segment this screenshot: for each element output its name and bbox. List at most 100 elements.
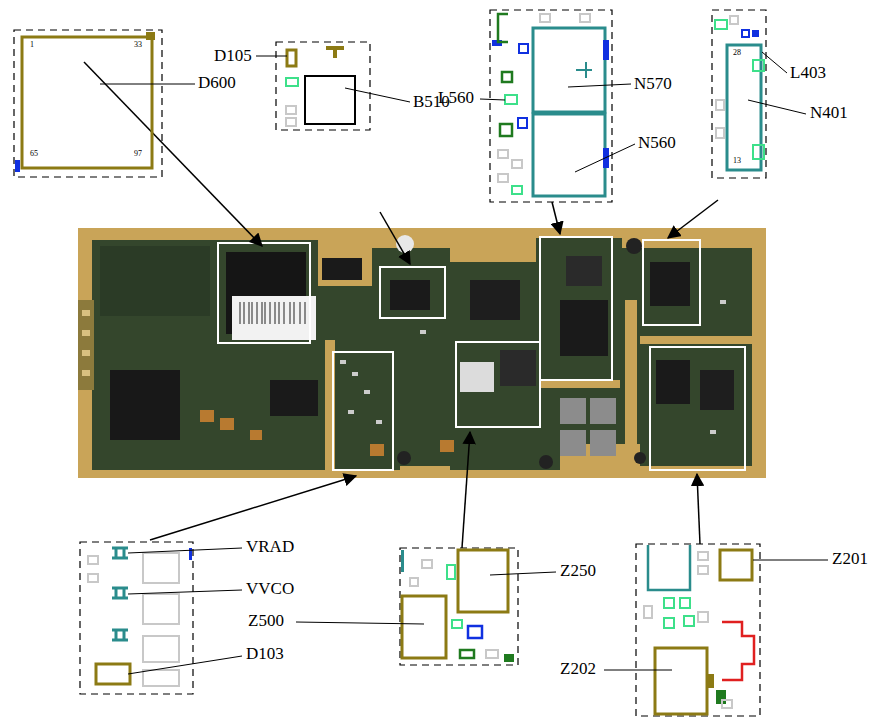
illustration-part: [575, 144, 635, 172]
illustration-part: [700, 370, 734, 410]
illustration-part: [490, 10, 612, 202]
part-label: D105: [214, 47, 252, 66]
illustration-part: [720, 550, 752, 580]
illustration-part: [468, 626, 482, 638]
illustration-part: [684, 616, 694, 626]
illustration-part: [722, 700, 732, 708]
illustration-part: [710, 430, 716, 434]
illustration-part: [82, 310, 90, 316]
illustration-part: [348, 410, 354, 414]
illustration-part: [498, 14, 508, 42]
illustration-part: [552, 202, 560, 234]
n401-inset: [715, 16, 764, 170]
illustration-part: [698, 552, 708, 560]
illustration-part: [566, 256, 602, 286]
filter-inset: [401, 550, 514, 662]
illustration-part: [265, 302, 266, 324]
illustration-part: [422, 560, 432, 568]
illustration-part: [257, 302, 258, 324]
pointer-arrows: [84, 62, 718, 548]
illustration-part: [286, 106, 296, 114]
illustration-part: [249, 302, 250, 324]
illustration-part: [540, 14, 550, 22]
illustration-part: [128, 548, 242, 553]
illustration-part: [402, 596, 446, 658]
illustration-part: [240, 302, 305, 324]
illustration-part: [100, 84, 195, 85]
illustration-part: [290, 302, 291, 324]
illustration-part: [604, 670, 672, 671]
illustration-part: [590, 398, 616, 424]
illustration-part: [762, 52, 787, 73]
illustration-part: [664, 598, 674, 608]
illustration-part: [14, 30, 162, 177]
illustration-part: [742, 30, 749, 37]
illustration-part: [462, 432, 470, 548]
pin-number: 28: [733, 49, 741, 58]
illustration-part: [128, 656, 242, 674]
illustration-part: [256, 56, 287, 57]
pcb-photo: [78, 228, 766, 478]
illustration-part: [275, 302, 276, 324]
illustration-part: [284, 302, 285, 324]
illustration-part: [512, 186, 522, 194]
pin-number: 33: [134, 41, 142, 50]
illustration-part: [364, 390, 370, 394]
illustration-part: [326, 48, 344, 58]
illustration-part: [580, 14, 590, 22]
illustration-part: [460, 650, 474, 658]
leader-lines: [100, 52, 828, 674]
illustration-part: [716, 100, 724, 110]
illustration-part: [590, 430, 616, 456]
illustration-part: [390, 280, 430, 310]
pin-number: 13: [733, 157, 741, 166]
illustration-part: [22, 37, 152, 168]
inset-frames: [14, 10, 766, 716]
illustration-part: [644, 606, 652, 618]
illustration-part: [540, 237, 612, 380]
illustration-part: [748, 100, 806, 114]
pin-number: 65: [30, 150, 38, 159]
illustration-part: [753, 60, 764, 71]
illustration-part: [698, 612, 708, 622]
part-label: Z250: [560, 562, 596, 581]
illustration-part: [286, 78, 298, 86]
illustration-part: [539, 455, 553, 469]
pin-number: 1: [30, 41, 34, 50]
illustration-part: [82, 370, 90, 376]
illustration-part: [560, 398, 586, 424]
illustration-part: [276, 42, 370, 130]
illustration-part: [92, 238, 752, 470]
illustration-part: [664, 618, 674, 628]
illustration-part: [78, 300, 94, 390]
illustration-part: [240, 302, 241, 324]
part-label: L560: [438, 89, 474, 108]
illustration-part: [78, 228, 766, 478]
illustration-part: [680, 598, 690, 608]
illustration-part: [252, 302, 253, 324]
illustration-part: [643, 240, 700, 325]
illustration-part: [397, 451, 411, 465]
illustration-part: [150, 476, 356, 540]
illustration-part: [650, 262, 690, 306]
illustration-part: [333, 352, 393, 470]
illustration-part: [305, 76, 355, 124]
illustration-part: [716, 128, 724, 138]
part-label: VVCO: [246, 580, 294, 599]
illustration-part: [518, 118, 527, 128]
illustration-part: [625, 300, 637, 450]
illustration-part: [352, 372, 358, 376]
illustration-part: [500, 350, 536, 386]
illustration-part: [698, 566, 708, 574]
part-label: N570: [634, 75, 672, 94]
illustration-part: [380, 267, 445, 318]
illustration-part: [753, 145, 764, 159]
illustration-part: [15, 160, 20, 172]
illustration-part: [697, 474, 700, 544]
illustration-part: [648, 545, 690, 590]
regulator-inset: [88, 548, 192, 686]
illustration-part: [650, 347, 745, 470]
b510-inset: [286, 48, 355, 126]
illustration-part: [533, 28, 605, 112]
